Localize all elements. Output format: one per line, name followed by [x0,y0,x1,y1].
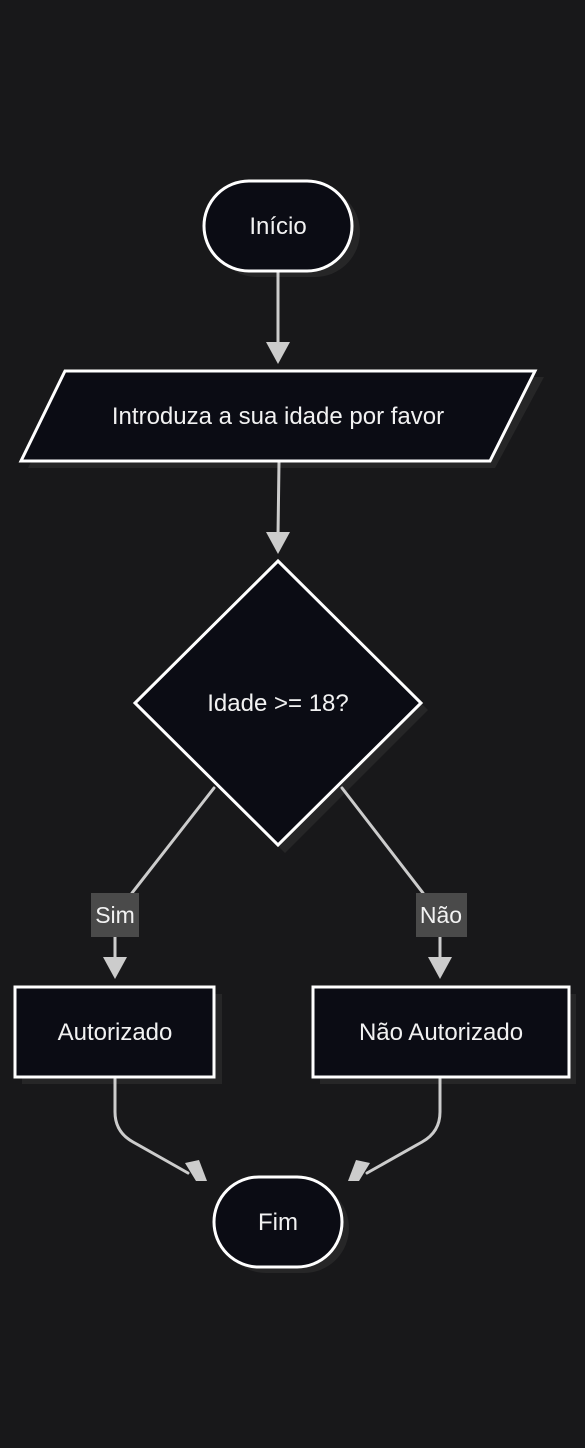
edge-yes-to-end [113,1077,190,1175]
node-start: Início [202,179,354,273]
edge-label-yes-text: Sim [95,902,135,928]
node-authorized-label: Autorizado [58,1019,173,1046]
node-decision: Idade >= 18? [132,558,424,848]
node-authorized: Autorizado [13,985,216,1079]
node-start-label: Início [249,213,306,240]
node-not-authorized-shape [311,985,571,1079]
edge-label-yes: Sim [91,893,139,937]
node-input-label: Introduza a sua idade por favor [112,403,444,430]
node-authorized-shape [13,985,216,1079]
edge-label-no-text: Não [420,902,462,928]
arrowhead-yes-box [103,957,127,979]
edge-label-no-bg [416,893,467,937]
arrowheads [103,342,452,1181]
edge-no-to-end [365,1077,442,1175]
edge-label-yes-bg [91,893,139,937]
node-start-shape [202,179,354,273]
arrowhead-decision [266,532,290,554]
node-not-authorized-label: Não Autorizado [359,1019,523,1046]
arrowhead-input [266,342,290,364]
arrowhead-end-right [348,1160,370,1181]
node-decision-label: Idade >= 18? [207,690,348,717]
node-decision-shape [132,558,424,848]
node-end: Fim [212,1175,344,1269]
edge-label-no: Não [416,893,467,937]
edge-input-to-decision [276,460,281,538]
node-end-label: Fim [258,1209,298,1236]
arrowhead-end-left [185,1160,207,1181]
node-not-authorized: Não Autorizado [311,985,571,1079]
node-input: Introduza a sua idade por favor [18,369,538,463]
edge-decision-to-yes [130,786,216,895]
node-end-shape [212,1175,344,1269]
edge-decision-to-no [340,786,425,895]
edges [113,270,442,1175]
node-input-shape [18,369,538,463]
arrowhead-no-box [428,957,452,979]
